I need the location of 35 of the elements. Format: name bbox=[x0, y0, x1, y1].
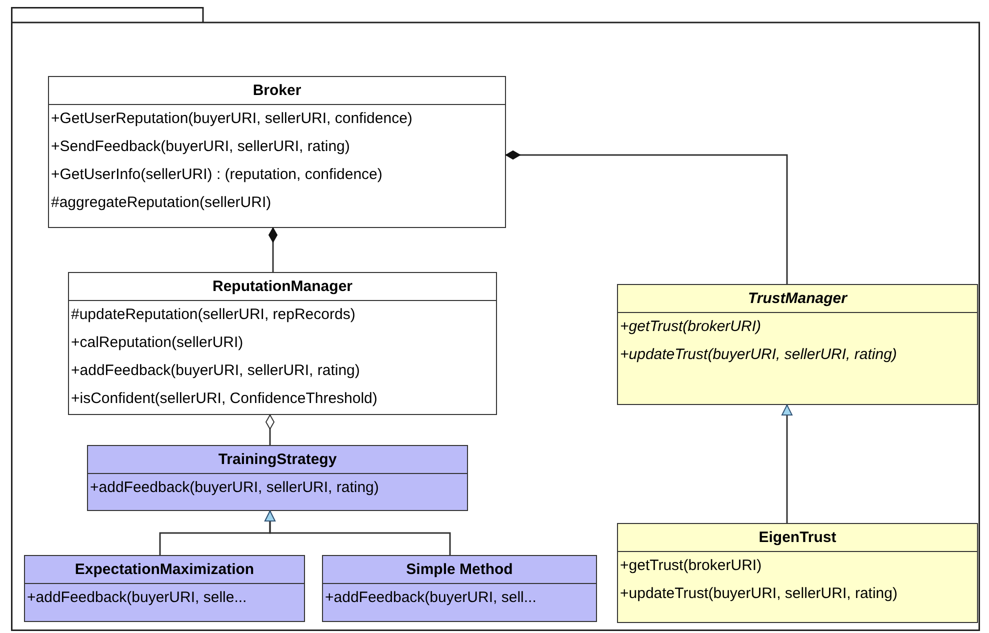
method-text: +GetUserReputation(buyerURI, sellerURI, confidence) bbox=[50, 109, 412, 129]
package-frame bbox=[11, 7, 980, 631]
method-text: +isConfident(sellerURI, ConfidenceThreshold) bbox=[70, 389, 378, 409]
class-name: ExpectationMaximization bbox=[25, 556, 304, 584]
class-name: EigenTrust bbox=[618, 524, 977, 552]
generalization-arrow bbox=[264, 510, 451, 555]
class-name: TrainingStrategy bbox=[88, 446, 467, 474]
method-text: +updateTrust(buyerURI, sellerURI, rating) bbox=[619, 584, 898, 604]
class-box bbox=[48, 76, 506, 228]
class-box bbox=[617, 523, 978, 623]
class-name: Broker bbox=[49, 77, 505, 105]
class-box bbox=[24, 555, 305, 622]
composition-line bbox=[268, 228, 278, 272]
method-text: +addFeedback(buyerURI, sellerURI, rating) bbox=[70, 361, 360, 381]
class-box bbox=[68, 272, 497, 415]
method-text: +updateTrust(buyerURI, sellerURI, rating) bbox=[619, 345, 897, 365]
class-box bbox=[322, 555, 597, 622]
class-name: Simple Method bbox=[323, 556, 596, 584]
class-name: ReputationManager bbox=[69, 273, 496, 301]
method-text: +addFeedback(buyerURI, sellerURI, rating) bbox=[89, 478, 379, 498]
class-box bbox=[617, 284, 978, 405]
method-text: +getTrust(brokerURI) bbox=[619, 317, 762, 337]
class-box bbox=[87, 445, 468, 511]
aggregation-line bbox=[266, 414, 274, 445]
method-text: #updateReputation(sellerURI, repRecords) bbox=[70, 305, 356, 325]
method-text: #aggregateReputation(sellerURI) bbox=[50, 193, 272, 213]
method-text: +addFeedback(buyerURI, selle... bbox=[26, 588, 247, 608]
class-name: TrustManager bbox=[618, 285, 977, 313]
method-text: +SendFeedback(buyerURI, sellerURI, rating) bbox=[50, 137, 350, 157]
method-text: +addFeedback(buyerURI, sell... bbox=[324, 588, 536, 608]
method-text: +GetUserInfo(sellerURI) : (reputation, confidence) bbox=[50, 165, 382, 185]
method-text: +getTrust(brokerURI) bbox=[619, 556, 762, 576]
generalization-arrow bbox=[782, 404, 792, 523]
composition-line bbox=[506, 150, 788, 284]
method-text: +calReputation(sellerURI) bbox=[70, 333, 244, 353]
